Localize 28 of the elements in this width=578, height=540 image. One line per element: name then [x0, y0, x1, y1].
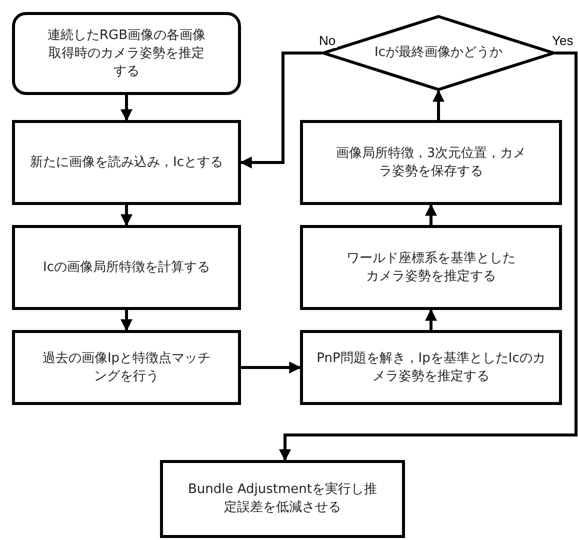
box-text: Icが最終画像かどうか — [374, 44, 504, 62]
box-text: PnP問題を解き，Ipを基準としたIcのカメラ姿勢を推定する — [316, 350, 546, 386]
arrow — [425, 204, 437, 225]
box-text: Bundle Adjustmentを実行し推定誤差を低減させる — [186, 481, 378, 517]
start-box — [12, 12, 241, 95]
edge-label: No — [318, 34, 337, 48]
process-box — [300, 120, 562, 205]
arrow — [120, 205, 132, 226]
process-box — [12, 330, 241, 405]
box-text: 過去の画像Ipと特徴点マッチングを行う — [41, 350, 212, 386]
process-box — [160, 460, 405, 538]
process-box — [12, 120, 241, 205]
box-text: 連続したRGB画像の各画像取得時のカメラ姿勢を推定する — [46, 26, 207, 80]
arrow — [240, 52, 322, 168]
arrow — [279, 52, 578, 462]
arrow — [432, 90, 444, 120]
arrow — [241, 362, 302, 374]
box-text: Icの画像局所特徴を計算する — [42, 258, 211, 276]
process-box — [300, 330, 562, 405]
arrow — [425, 308, 437, 330]
arrow — [120, 95, 132, 122]
edge-label: Yes — [551, 34, 574, 48]
process-box — [300, 225, 562, 310]
box-text: 画像局所特徴，3次元位置，カメラ姿勢を保存する — [334, 144, 528, 180]
box-text: 新たに画像を読み込み，Icとする — [29, 154, 224, 172]
arrow — [120, 310, 132, 332]
box-text: ワールド座標系を基準としたカメラ姿勢を推定する — [346, 250, 516, 286]
process-box — [12, 225, 241, 310]
